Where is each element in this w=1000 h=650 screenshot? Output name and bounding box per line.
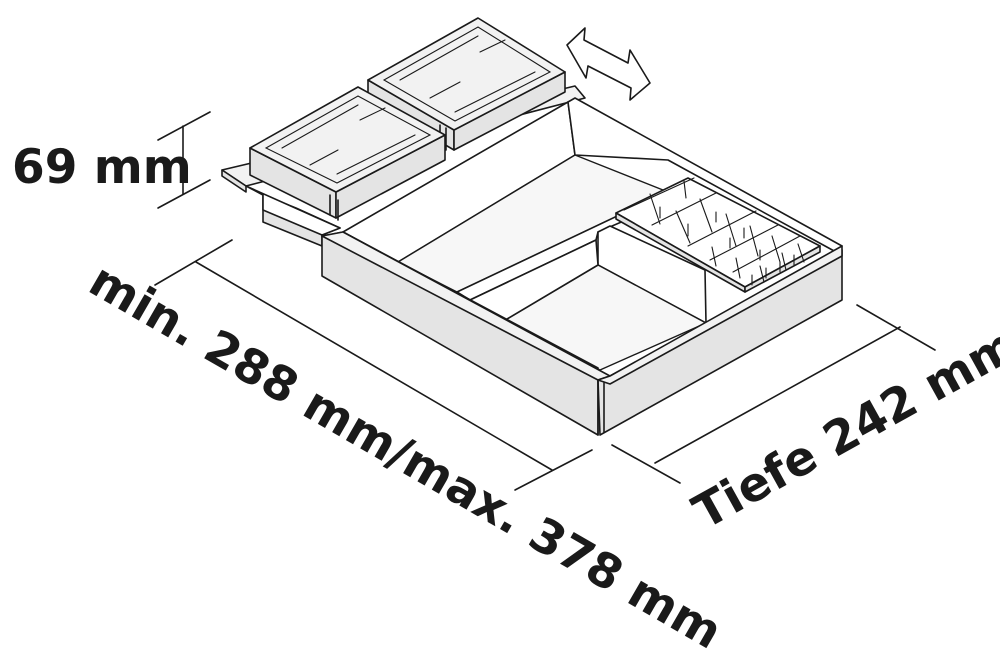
cutlery-organizer	[615, 177, 821, 293]
tray-back-rail-edge	[221, 169, 247, 193]
tray-right-lip	[597, 245, 843, 385]
width-dimension-lines	[154, 239, 593, 491]
height-dimension-label: 69 mm	[12, 140, 192, 195]
height-dimension-lines	[157, 111, 211, 209]
depth-dimension-lines	[611, 304, 936, 484]
bin-left-lid-inner	[264, 95, 432, 184]
bin-lid-left	[249, 86, 446, 221]
drawer-tray	[221, 85, 843, 436]
double-arrow-icon	[566, 27, 651, 101]
tray-left-flange-top	[245, 185, 341, 236]
bin-right-lid	[367, 17, 566, 131]
bin-left-lid	[249, 86, 446, 193]
slide-direction-arrow	[566, 27, 651, 101]
bin-right-lid-inner	[382, 26, 552, 122]
